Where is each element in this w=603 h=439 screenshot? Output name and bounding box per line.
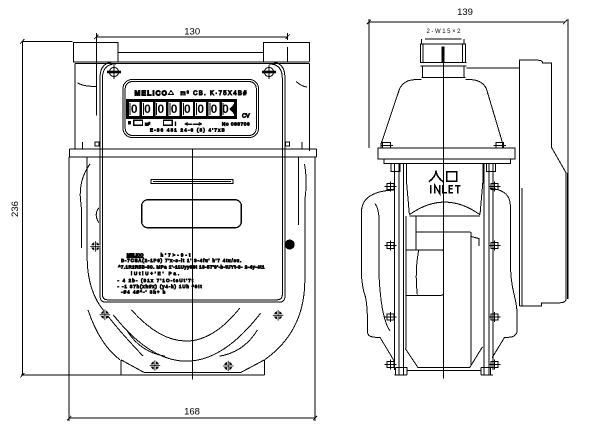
svg-text:0: 0 bbox=[222, 102, 229, 116]
svg-text:CV: CV bbox=[242, 114, 250, 120]
svg-text:236: 236 bbox=[10, 201, 21, 217]
svg-text:0: 0 bbox=[171, 102, 178, 116]
svg-text:0: 0 bbox=[144, 102, 151, 116]
svg-text:2-W15×2: 2-W15×2 bbox=[427, 29, 462, 35]
svg-text:0: 0 bbox=[197, 102, 204, 116]
svg-text:MELICO: MELICO bbox=[135, 91, 168, 98]
svg-text:130: 130 bbox=[184, 27, 200, 38]
svg-text:^7.1R2R5B-30. MPa 1'-11Uyy93t: ^7.1R2R5B-30. MPa 1'-11Uyy93t 13-57'9'-b… bbox=[118, 265, 265, 270]
svg-text:m³ CB. K·75X4B#: m³ CB. K·75X4B# bbox=[181, 91, 248, 97]
svg-text:m³: m³ bbox=[145, 121, 151, 126]
svg-text:- -1 37h(xh#x) (y4-h) 1Uh ^9It: - -1 37h(xh#x) (y4-h) 1Uh ^9It bbox=[118, 284, 203, 289]
svg-text:139: 139 bbox=[457, 7, 473, 18]
svg-text:168: 168 bbox=[184, 407, 200, 418]
svg-text:MELICO: MELICO bbox=[127, 252, 144, 257]
svg-text:No 098706: No 098706 bbox=[222, 121, 250, 126]
svg-text:lUtlU+'E' Pa.: lUtlU+'E' Pa. bbox=[131, 271, 179, 276]
svg-text:h'7>-9-t: h'7>-9-t bbox=[161, 252, 191, 257]
svg-text:l: l bbox=[175, 121, 176, 126]
svg-text:-#4 4#^-' 3h+ h: -#4 4#^-' 3h+ h bbox=[121, 289, 166, 294]
svg-text:0: 0 bbox=[131, 102, 138, 116]
svg-text:B-7CSA(2-1P9) 7'x-s-lt 1' 3-: B-7CSA(2-1P9) 7'x-s-lt 1' 3-4fu' h'7 4tu… bbox=[121, 258, 241, 263]
svg-text:<--- ---->: <--- ----> bbox=[185, 121, 202, 126]
svg-text:- 4 2b- (91x 7'1O-teUt'7t: - 4 2b- (91x 7'1O-teUt'7t bbox=[118, 278, 194, 283]
svg-text:E-86 431 24-6 (3) 4'7xB: E-86 431 24-6 (3) 4'7xB bbox=[150, 127, 225, 132]
svg-text:0: 0 bbox=[157, 102, 164, 116]
svg-text:0: 0 bbox=[211, 102, 218, 116]
svg-text:0: 0 bbox=[184, 102, 191, 116]
